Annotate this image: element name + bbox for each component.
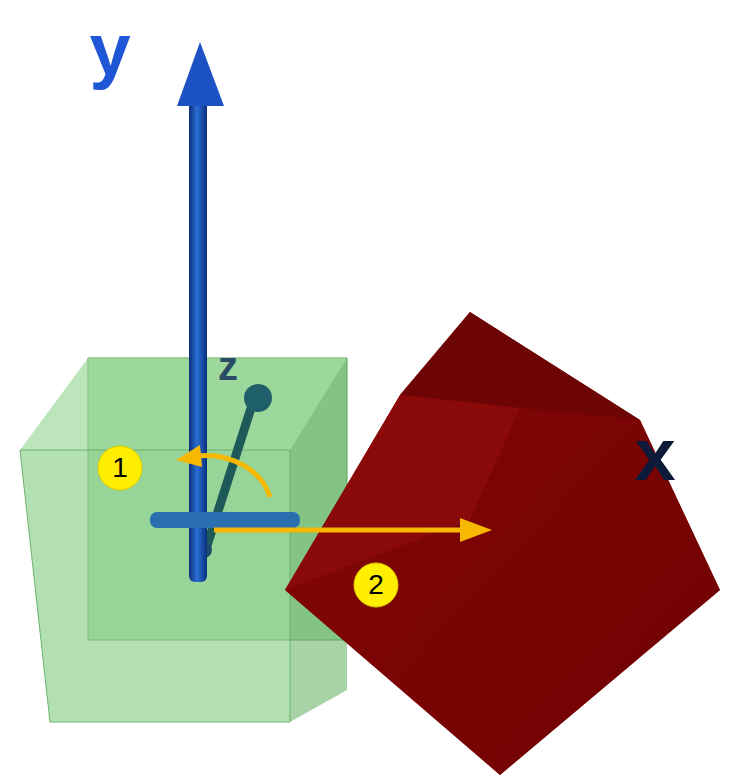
axis-label: z bbox=[218, 346, 238, 386]
callout-circle bbox=[98, 446, 142, 490]
green-cube bbox=[20, 358, 347, 722]
callout-circle bbox=[354, 563, 398, 607]
callout-number: 2 bbox=[368, 571, 384, 599]
callout-number: 1 bbox=[112, 454, 128, 482]
axis-label: y bbox=[89, 13, 130, 87]
translation-arrow bbox=[214, 518, 492, 542]
rotation-arrow bbox=[176, 445, 270, 497]
red-cube bbox=[285, 312, 720, 775]
y-axis bbox=[177, 42, 224, 582]
axis-label: x bbox=[634, 418, 675, 492]
x-axis bbox=[150, 512, 300, 528]
